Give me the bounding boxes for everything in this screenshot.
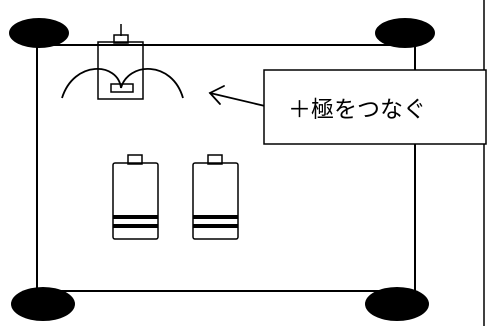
- wheel-front-left-icon: [9, 18, 69, 48]
- callout-box: [263, 69, 487, 145]
- wheel-front-right-icon: [375, 18, 435, 48]
- wire-left: [61, 68, 122, 99]
- callout-text: ＋極をつなぐ: [288, 97, 426, 123]
- wire-right: [120, 68, 184, 99]
- switch-icon: [97, 24, 144, 100]
- wheel-rear-right-icon: [365, 287, 429, 321]
- battery-left-band-2: [113, 224, 158, 228]
- battery-right-band-2: [193, 224, 238, 228]
- battery-left-band-1: [113, 215, 158, 219]
- battery-left-icon: [112, 154, 159, 240]
- car-body: [36, 44, 416, 292]
- arrow-icon: [208, 85, 266, 107]
- battery-right-icon: [192, 154, 239, 240]
- battery-right-band-1: [193, 215, 238, 219]
- wheel-rear-left-icon: [11, 287, 75, 321]
